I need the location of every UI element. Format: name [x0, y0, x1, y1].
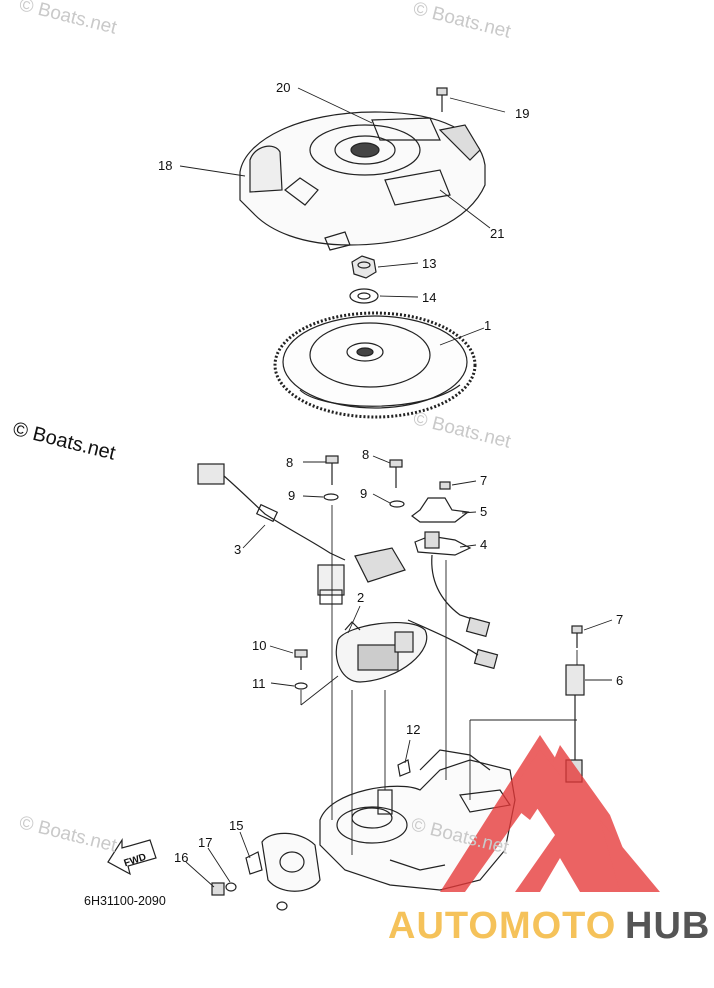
- callout-18: 18: [158, 158, 173, 173]
- callout-9-right: 9: [360, 486, 368, 501]
- flywheel: [273, 311, 477, 419]
- bolt-8-left: [325, 455, 339, 485]
- bracket-5: [411, 481, 470, 523]
- callout-16: 16: [174, 850, 189, 865]
- callout-10: 10: [252, 638, 267, 653]
- callout-21: 21: [490, 226, 505, 241]
- callout-5: 5: [480, 504, 488, 519]
- washer-9-left: [323, 493, 339, 501]
- washer-14: [349, 288, 379, 304]
- callout-3: 3: [234, 542, 242, 557]
- clip-12: [397, 759, 411, 777]
- callout-9-left: 9: [288, 488, 296, 503]
- washer-11: [294, 682, 308, 690]
- callout-7-top: 7: [480, 473, 488, 488]
- screw-19: [436, 87, 448, 112]
- callout-19: 19: [515, 106, 530, 121]
- callout-8-left: 8: [286, 455, 294, 470]
- callout-6: 6: [616, 673, 624, 688]
- callout-11: 11: [252, 676, 266, 691]
- diagram-code: 6H31100-2090: [84, 894, 166, 908]
- bolt-8-right: [389, 459, 403, 488]
- nut-13: [351, 255, 377, 279]
- callout-1: 1: [484, 318, 492, 333]
- bolt-10: [294, 649, 308, 670]
- mount-bracket: [245, 832, 321, 911]
- bolt-16: [211, 882, 225, 896]
- automotohub-logo-icon: [440, 735, 660, 892]
- callout-7-right: 7: [616, 612, 624, 627]
- callout-17: 17: [198, 835, 213, 850]
- rectifier-harness: [197, 463, 406, 605]
- callout-20: 20: [276, 80, 291, 95]
- callout-13: 13: [422, 256, 437, 271]
- callout-14: 14: [422, 290, 437, 305]
- pulser-coil: [407, 531, 499, 670]
- callout-15: 15: [229, 818, 244, 833]
- fwd-arrow-icon: [107, 837, 157, 876]
- flywheel-cover: [239, 111, 486, 251]
- callout-8-right: 8: [362, 447, 370, 462]
- washer-17: [225, 882, 237, 892]
- screw-7-right: [571, 625, 583, 648]
- stator-coil: [335, 621, 428, 683]
- callout-4: 4: [480, 537, 488, 552]
- brand-name-part-b: HUB: [625, 905, 711, 947]
- brand-name-part-a: AUTOMOTO: [388, 905, 617, 947]
- washer-9-right: [389, 500, 405, 508]
- callout-12: 12: [406, 722, 421, 737]
- callout-2: 2: [357, 590, 365, 605]
